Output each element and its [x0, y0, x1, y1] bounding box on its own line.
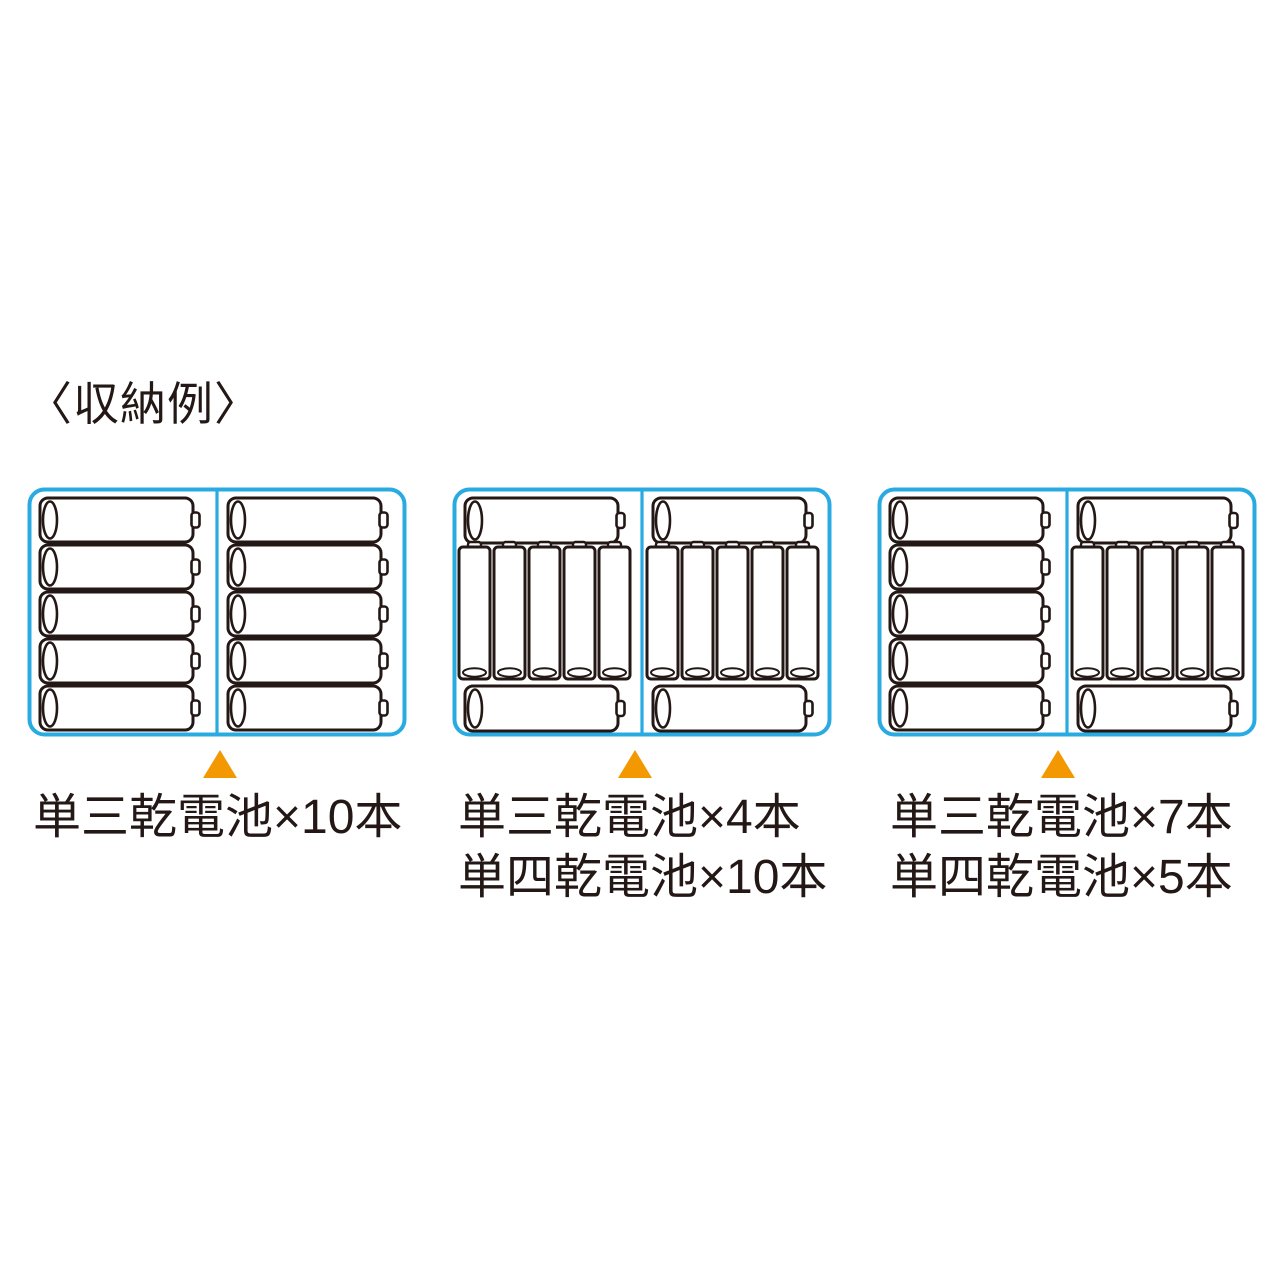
label-line: 単四乾電池×10本 — [458, 851, 828, 904]
aa-battery — [888, 684, 1051, 732]
storage-example-1-label: 単三乾電池×10本 — [33, 788, 407, 848]
aa-battery — [38, 496, 201, 544]
aaa-battery — [1210, 540, 1245, 681]
aaa-battery — [492, 540, 527, 681]
aaa-battery — [680, 540, 715, 681]
aaa-battery — [457, 540, 492, 681]
aaa-battery — [1105, 540, 1140, 681]
storage-example-2-label: 単三乾電池×4本 単四乾電池×10本 — [458, 788, 832, 908]
storage-example-3-label: 単三乾電池×7本 単四乾電池×5本 — [890, 788, 1257, 908]
aa-battery — [888, 637, 1051, 685]
aa-battery — [463, 496, 626, 545]
pointer-triangle-icon — [1041, 750, 1075, 778]
aaa-battery — [645, 540, 680, 681]
aa-battery — [651, 684, 814, 733]
aa-battery — [888, 543, 1051, 591]
aa-battery — [1076, 684, 1239, 733]
aaa-battery — [750, 540, 785, 681]
label-line: 単三乾電池×10本 — [33, 791, 403, 844]
case-border — [452, 487, 832, 737]
storage-example-2: 単三乾電池×4本 単四乾電池×10本 — [452, 487, 832, 908]
pointer-triangle-icon — [618, 750, 652, 778]
aaa-battery — [1070, 540, 1105, 681]
aa-battery — [226, 496, 389, 544]
storage-example-3: 単三乾電池×7本 単四乾電池×5本 — [877, 487, 1257, 908]
aaa-battery — [527, 540, 562, 681]
pointer-triangle-icon — [203, 750, 237, 778]
aaa-battery — [597, 540, 632, 681]
aa-battery — [226, 637, 389, 685]
label-line: 単三乾電池×4本 — [458, 791, 801, 844]
case-border — [27, 487, 407, 737]
label-line: 単三乾電池×7本 — [890, 791, 1233, 844]
aa-battery — [38, 637, 201, 685]
case-border — [877, 487, 1257, 737]
aa-battery — [38, 543, 201, 591]
aa-battery — [226, 543, 389, 591]
aa-battery — [1076, 496, 1239, 545]
aa-battery — [226, 590, 389, 638]
label-line: 単四乾電池×5本 — [890, 851, 1233, 904]
aa-battery — [651, 496, 814, 545]
aa-battery — [38, 684, 201, 732]
page-title: 〈収納例〉 — [26, 378, 261, 430]
aaa-battery — [1140, 540, 1175, 681]
aaa-battery — [785, 540, 820, 681]
aa-battery — [888, 496, 1051, 544]
aa-battery — [226, 684, 389, 732]
battery-case-diagram-2 — [452, 487, 832, 737]
battery-case-diagram-1 — [27, 487, 407, 737]
aa-battery — [463, 684, 626, 733]
storage-example-1: 単三乾電池×10本 — [27, 487, 407, 848]
aaa-battery — [1175, 540, 1210, 681]
aa-battery — [38, 590, 201, 638]
aa-battery — [888, 590, 1051, 638]
battery-case-diagram-3 — [877, 487, 1257, 737]
aaa-battery — [562, 540, 597, 681]
aaa-battery — [715, 540, 750, 681]
